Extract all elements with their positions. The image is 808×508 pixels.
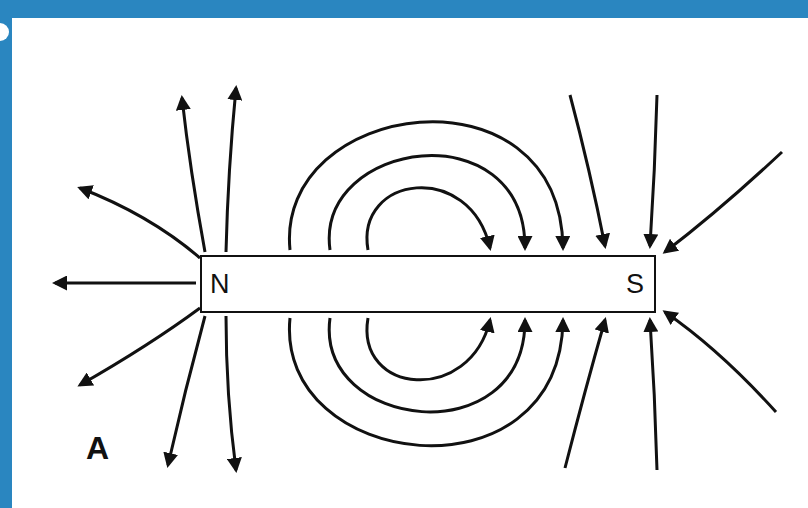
field-line (289, 318, 563, 446)
field-line (55, 282, 196, 285)
field-line (570, 95, 605, 246)
field-line (565, 320, 605, 468)
field-line (665, 312, 776, 412)
field-line (182, 98, 205, 252)
frame-bar (0, 0, 12, 508)
field-lines (55, 88, 782, 470)
field-line (168, 316, 205, 465)
field-line (80, 308, 200, 385)
field-line (650, 320, 657, 470)
field-line (665, 152, 782, 252)
pole-label: S (626, 271, 644, 298)
field-line (650, 95, 657, 246)
figure-letter: A (86, 432, 109, 464)
pole-label: N (210, 271, 230, 298)
field-line (289, 122, 563, 250)
field-line (329, 156, 525, 250)
field-line (80, 188, 200, 258)
bar-magnet: NS (200, 255, 656, 313)
field-line (367, 188, 490, 250)
field-line (226, 88, 236, 252)
frame-dot (0, 23, 9, 41)
field-line (226, 316, 236, 470)
field-line (329, 318, 525, 412)
field-line (367, 318, 490, 380)
frame-bar (0, 0, 808, 18)
